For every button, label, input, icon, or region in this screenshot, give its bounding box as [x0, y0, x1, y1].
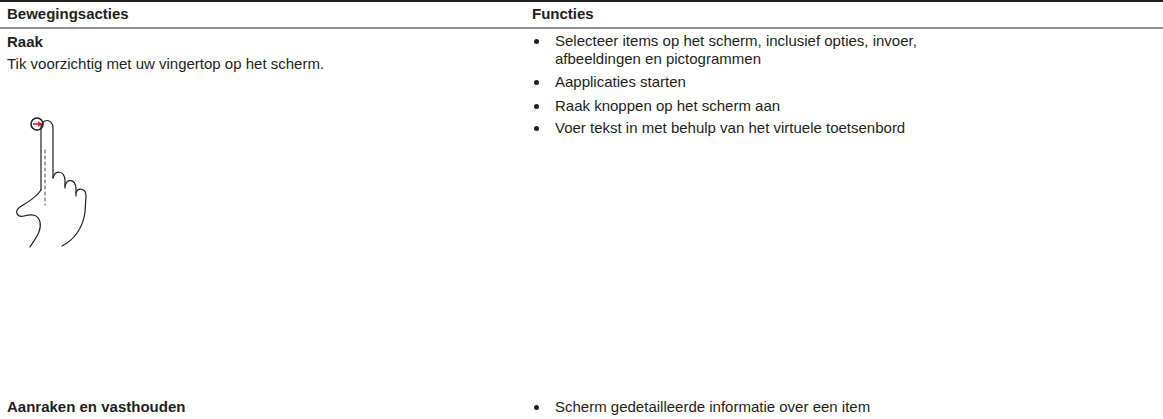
column-header: Functies — [532, 5, 1132, 23]
bullet-dot — [534, 405, 539, 410]
gesture-name: Aanraken en vasthouden — [7, 398, 487, 416]
function-item: Voer tekst in met behulp van het virtuel… — [555, 119, 995, 137]
tap-indicator — [31, 118, 43, 130]
function-item: Raak knoppen op het scherm aan — [555, 97, 995, 115]
header-rule — [0, 28, 1163, 29]
column-header: Bewegingsacties — [7, 5, 487, 23]
bullet-dot — [534, 39, 539, 44]
tap-hand-illustration — [17, 121, 86, 248]
table-top-rule — [0, 0, 1163, 2]
function-item: Selecteer items op het scherm, inclusief… — [555, 32, 995, 68]
function-item: Aapplicaties starten — [555, 73, 995, 91]
bullet-dot — [534, 126, 539, 131]
gesture-description: Tik voorzichtig met uw vingertop op het … — [7, 55, 507, 73]
function-item: Scherm gedetailleerde informatie over ee… — [555, 398, 1145, 416]
gesture-name: Raak — [7, 33, 487, 51]
bullet-dot — [534, 80, 539, 85]
bullet-dot — [534, 104, 539, 109]
